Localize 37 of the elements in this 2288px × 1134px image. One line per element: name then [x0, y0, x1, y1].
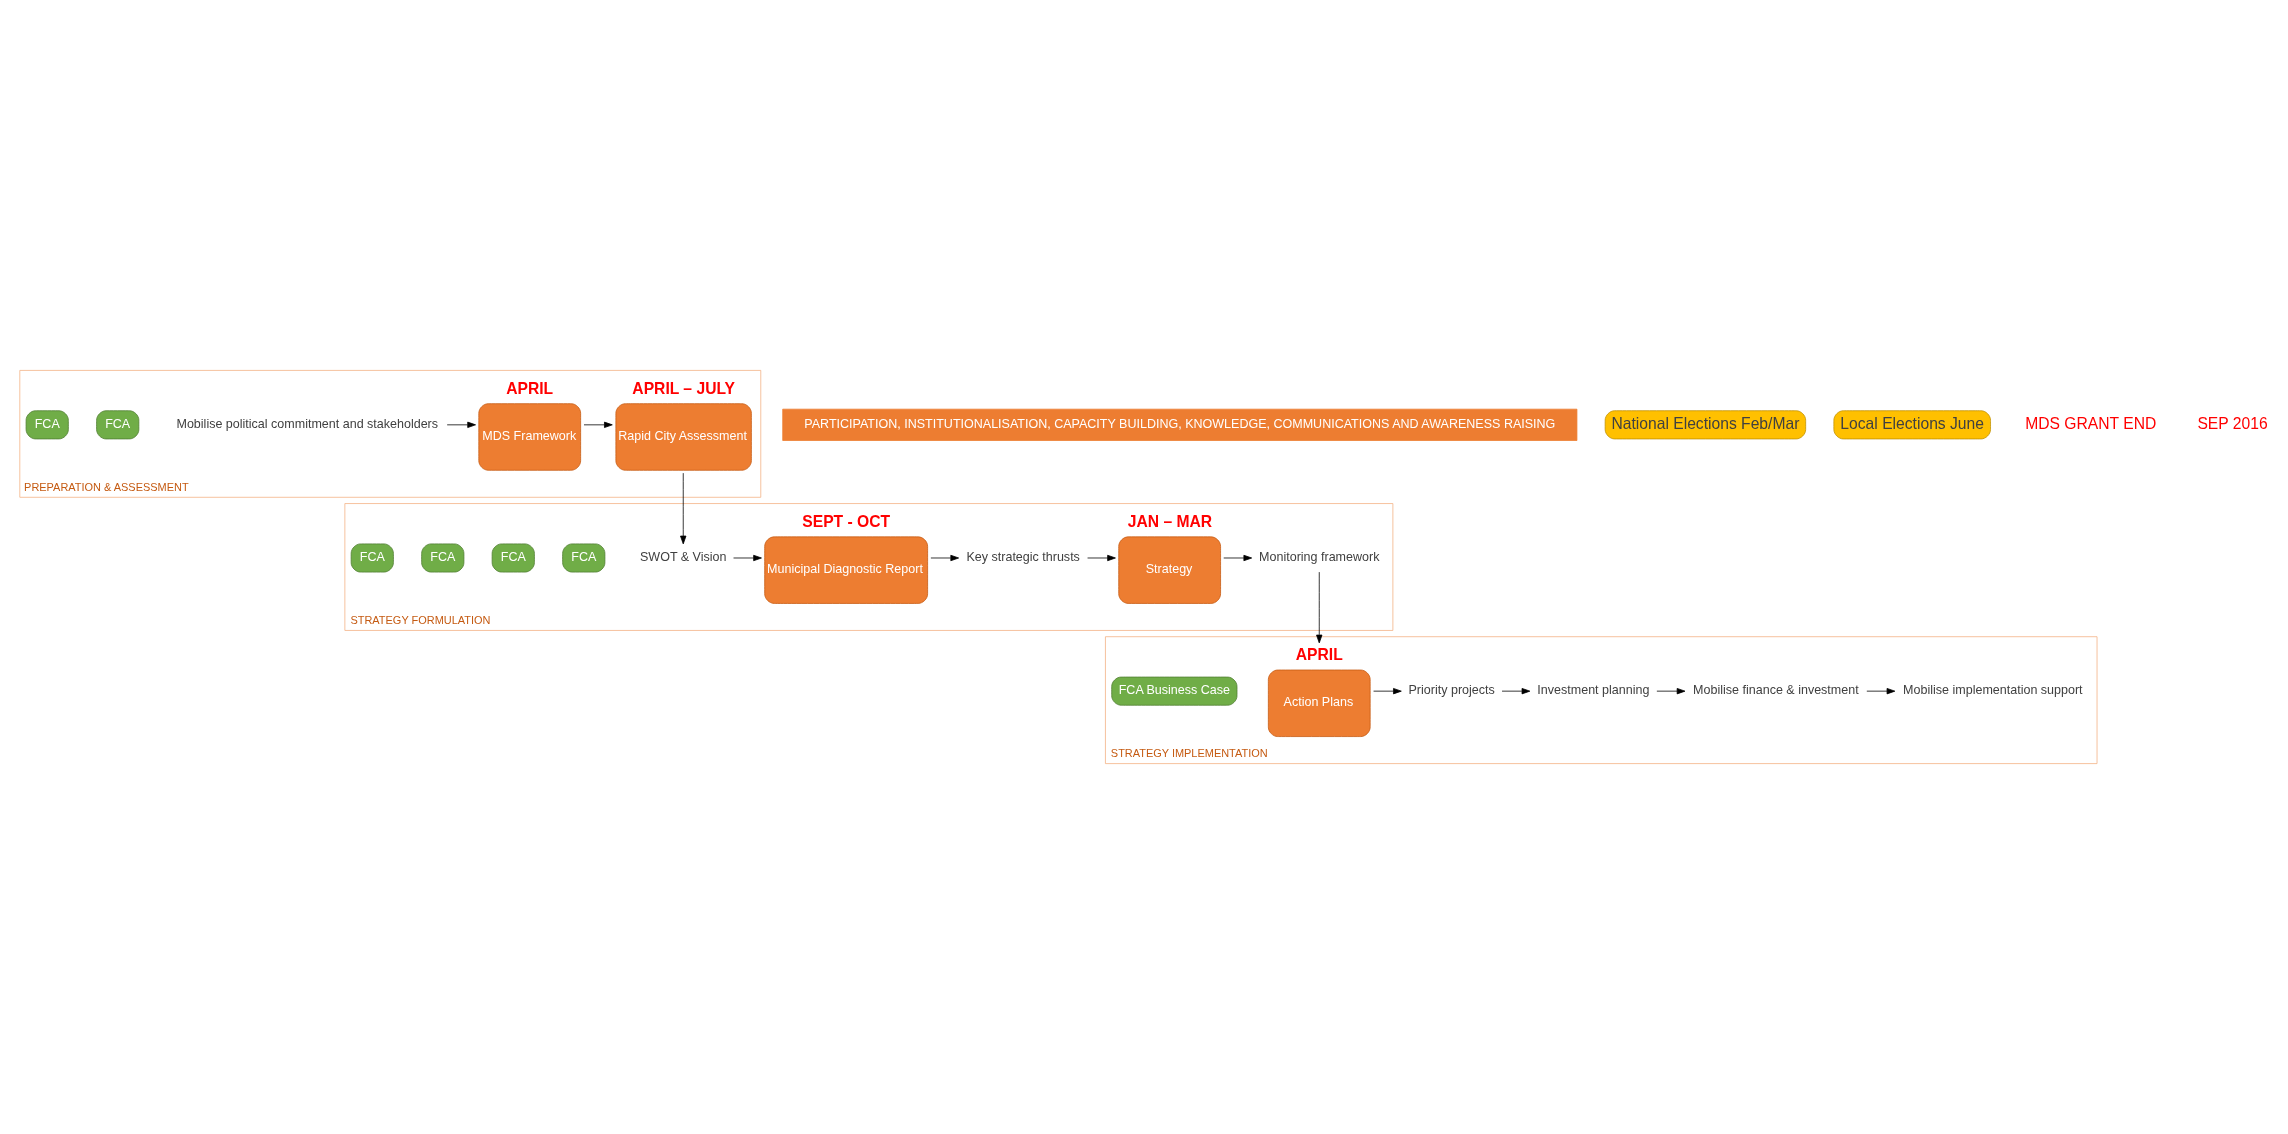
- node-text: Priority projects: [1408, 683, 1495, 698]
- node-label: APRIL: [1295, 645, 1343, 663]
- node-box: FCA: [25, 410, 69, 440]
- arrow: [583, 421, 613, 428]
- arrow: [1223, 554, 1253, 562]
- arrow: [680, 472, 687, 545]
- node-box: PARTICIPATION, INSTITUTIONALISATION, CAPACITY BUILDING, KNOWLEDGE, COMMUNICATIONS AND AWARENESS RAISING: [782, 408, 1578, 441]
- node-box: FCA: [491, 543, 535, 573]
- node-label: SEPT - OCT: [802, 512, 891, 530]
- node-text: Monitoring framework: [1259, 549, 1380, 564]
- arrow: [733, 554, 762, 562]
- node-box: FCA: [350, 543, 394, 573]
- arrow: [1656, 688, 1686, 695]
- node-box: FCA: [562, 543, 606, 573]
- arrow: [1373, 688, 1402, 695]
- arrow: [1866, 688, 1896, 695]
- node-text: Mobilise finance & investment: [1693, 683, 1859, 698]
- node-text: Investment planning: [1537, 683, 1650, 698]
- node-text: Mobilise implementation support: [1903, 683, 2083, 698]
- arrow: [1087, 554, 1116, 562]
- node-box: FCA Business Case: [1111, 676, 1238, 706]
- node-box: National Elections Feb/Mar: [1604, 410, 1807, 440]
- node-box: FCA: [96, 410, 140, 440]
- label: MDS GRANT END: [2025, 414, 2157, 432]
- node-label: APRIL – JULY: [632, 379, 736, 397]
- arrow: [1316, 571, 1323, 644]
- node-box: FCA: [421, 543, 465, 573]
- node-text: SWOT & Vision: [640, 549, 727, 564]
- node-label: JAN – MAR: [1127, 512, 1213, 530]
- node-text: Mobilise political commitment and stakeholders: [176, 416, 439, 431]
- node-text: Key strategic thrusts: [966, 549, 1080, 564]
- node-label: APRIL: [506, 379, 554, 397]
- node-box: Local Elections June: [1833, 410, 1991, 440]
- label: SEP 2016: [2197, 414, 2268, 432]
- arrow: [1501, 688, 1531, 695]
- arrow: [930, 554, 959, 562]
- arrow: [446, 421, 476, 428]
